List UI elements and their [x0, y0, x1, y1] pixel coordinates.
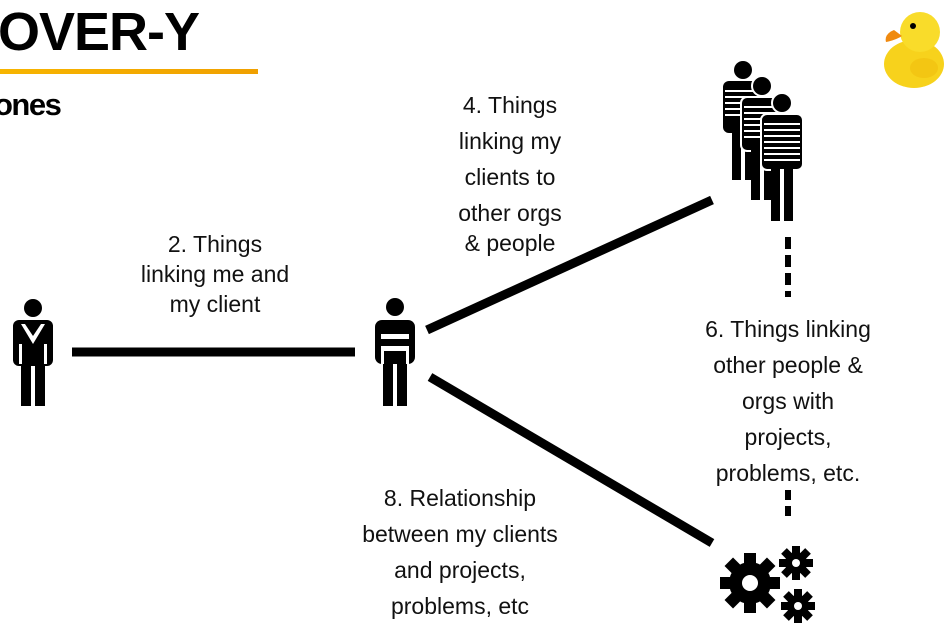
- label-people-projects-links: 6. Things linking other people & orgs wi…: [673, 311, 903, 491]
- line-client-to-projects: [427, 373, 715, 547]
- title-underline: [0, 69, 258, 74]
- label-line: and projects,: [394, 557, 526, 583]
- label-line: linking my: [458, 128, 562, 154]
- label-line: clients to: [464, 164, 556, 190]
- label-line: 2. Things: [167, 231, 263, 257]
- label-line: 4. Things: [462, 92, 558, 118]
- label-line: 6. Things linking: [705, 316, 871, 342]
- label-line: 8. Relationship: [383, 485, 537, 511]
- label-line: problems, etc: [390, 593, 530, 619]
- label-client-projects-relationship: 8. Relationship between my clients and p…: [325, 480, 595, 624]
- line-client-to-people: [425, 195, 714, 335]
- label-line: linking me and: [140, 261, 290, 287]
- label-line: other people &: [713, 352, 863, 378]
- label-line: my client: [169, 291, 261, 317]
- label-line: orgs with: [741, 388, 835, 414]
- person-striped-icon: [375, 298, 415, 406]
- slide-subtitle: ones: [0, 87, 62, 122]
- label-line: projects,: [744, 424, 832, 450]
- slide-title: OVER-Y: [0, 2, 200, 62]
- label-client-orgs-links: 4. Things linking my clients to other or…: [400, 87, 620, 261]
- label-line: problems, etc.: [715, 460, 861, 486]
- label-me-client-links: 2. Things linking me and my client: [105, 229, 325, 319]
- label-line: other orgs: [458, 200, 562, 226]
- gears-icon: [720, 546, 815, 623]
- label-line: & people: [464, 230, 556, 256]
- rubber-duck-icon: [884, 12, 944, 88]
- people-group-icon: [723, 61, 804, 221]
- person-tie-icon: [13, 299, 53, 406]
- label-line: between my clients: [362, 521, 558, 547]
